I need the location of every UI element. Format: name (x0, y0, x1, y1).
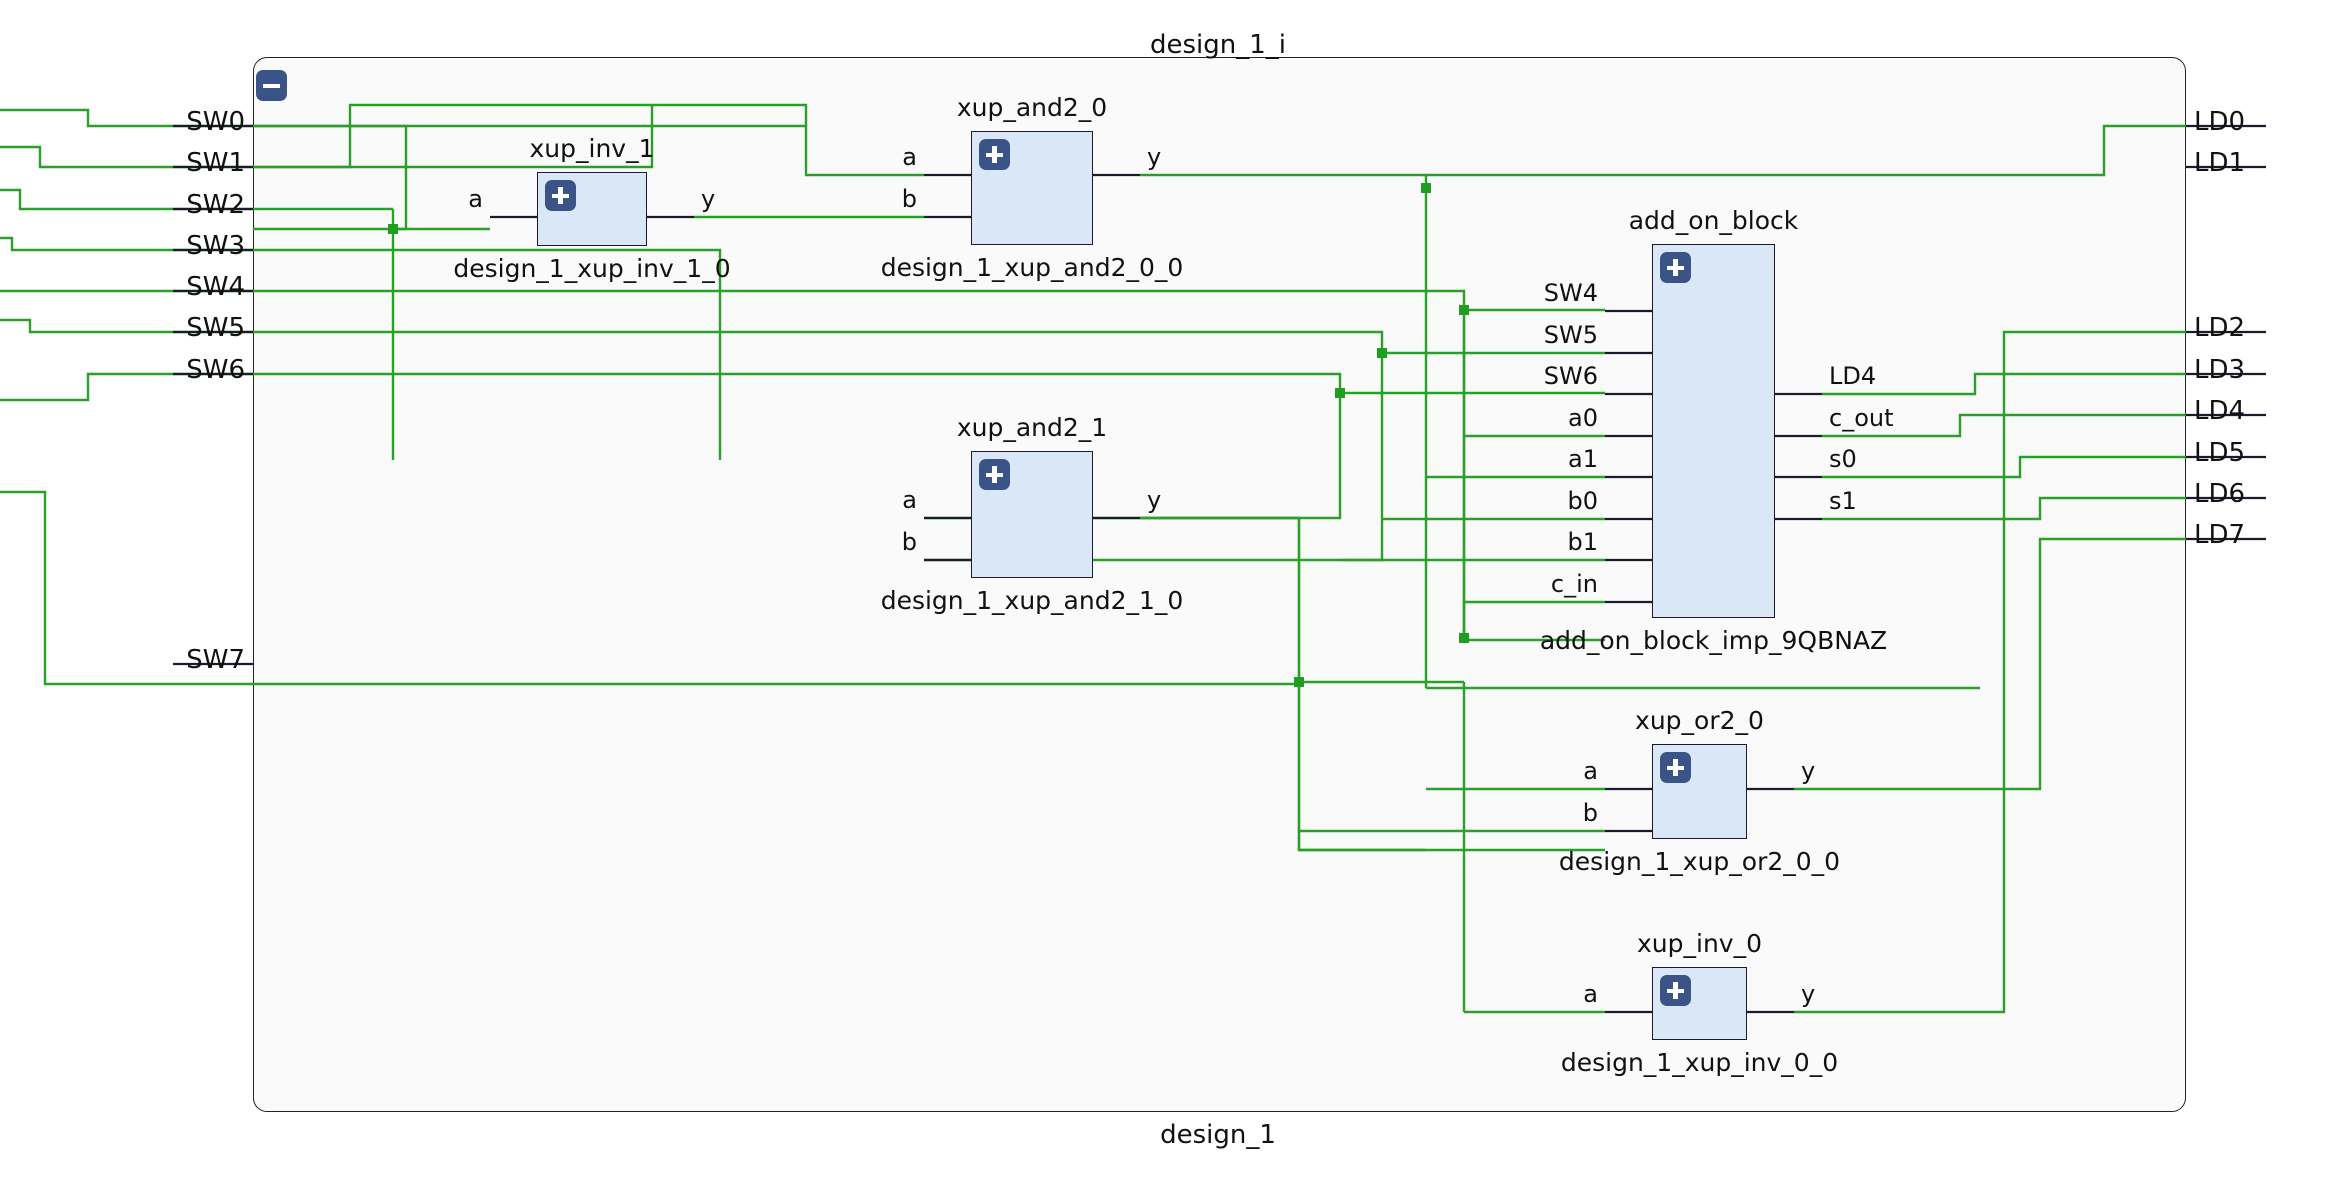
block-title-xup_and2_0: xup_and2_0 (956, 93, 1108, 122)
output-port-ld2[interactable]: LD2 (2194, 313, 2246, 343)
pin-in-xup_or2_0-a: a (1583, 757, 1598, 785)
pin-out-add_on_block-LD4: LD4 (1829, 362, 1877, 390)
output-port-ld6[interactable]: LD6 (2194, 479, 2246, 509)
input-port-sw5[interactable]: SW5 (186, 313, 245, 343)
pin-out-xup_inv_0-y: y (1801, 980, 1816, 1008)
pin-in-xup_or2_0-b: b (1582, 799, 1598, 827)
expand-icon[interactable] (979, 139, 1010, 170)
output-port-ld3[interactable]: LD3 (2194, 355, 2246, 385)
page-title-bottom: design_1 (1160, 1120, 1276, 1150)
block-instance-xup_and2_1: design_1_xup_and2_1_0 (880, 586, 1184, 615)
input-port-sw6[interactable]: SW6 (186, 355, 245, 385)
block-xup_inv_0[interactable] (1652, 967, 1747, 1040)
expand-icon[interactable] (1660, 752, 1691, 783)
pin-in-xup_and2_0-b: b (901, 185, 917, 213)
block-title-xup_or2_0: xup_or2_0 (1635, 706, 1764, 735)
expand-icon[interactable] (1660, 252, 1691, 283)
pin-in-xup_and2_1-a: a (902, 486, 917, 514)
pin-out-add_on_block-s1: s1 (1829, 487, 1857, 515)
output-port-ld1[interactable]: LD1 (2194, 148, 2246, 178)
block-title-add_on_block: add_on_block (1628, 206, 1799, 235)
collapse-icon[interactable] (256, 70, 287, 101)
pin-out-xup_and2_0-y: y (1147, 143, 1162, 171)
block-instance-xup_inv_0: design_1_xup_inv_0_0 (1560, 1048, 1839, 1077)
pin-in-add_on_block-b0: b0 (1567, 487, 1598, 515)
pin-in-add_on_block-a1: a1 (1568, 445, 1598, 473)
input-port-sw1[interactable]: SW1 (186, 148, 245, 178)
pin-in-add_on_block-b1: b1 (1567, 528, 1598, 556)
pin-out-xup_and2_1-y: y (1147, 486, 1162, 514)
input-port-sw0[interactable]: SW0 (186, 107, 245, 137)
expand-icon[interactable] (1660, 975, 1691, 1006)
output-port-ld4[interactable]: LD4 (2194, 396, 2246, 426)
output-port-ld5[interactable]: LD5 (2194, 438, 2246, 468)
expand-icon[interactable] (545, 180, 576, 211)
pin-out-xup_or2_0-y: y (1801, 757, 1816, 785)
pin-out-add_on_block-c_out: c_out (1829, 404, 1894, 432)
block-xup_and2_0[interactable] (971, 131, 1093, 245)
pin-out-xup_inv_1-y: y (701, 185, 716, 213)
block-xup_and2_1[interactable] (971, 451, 1093, 578)
input-port-sw7[interactable]: SW7 (186, 645, 245, 675)
pin-in-xup_inv_0-a: a (1583, 980, 1598, 1008)
input-port-sw4[interactable]: SW4 (186, 272, 245, 302)
block-instance-xup_or2_0: design_1_xup_or2_0_0 (1558, 847, 1841, 876)
block-add_on_block[interactable] (1652, 244, 1775, 618)
block-title-xup_and2_1: xup_and2_1 (956, 413, 1108, 442)
block-instance-xup_and2_0: design_1_xup_and2_0_0 (880, 253, 1184, 282)
pin-in-xup_and2_0-a: a (902, 143, 917, 171)
pin-in-add_on_block-a0: a0 (1568, 404, 1598, 432)
pin-in-add_on_block-SW6: SW6 (1543, 362, 1598, 390)
block-instance-xup_inv_1: design_1_xup_inv_1_0 (453, 254, 731, 283)
pin-in-xup_inv_1-a: a (468, 185, 483, 213)
expand-icon[interactable] (979, 459, 1010, 490)
block-xup_or2_0[interactable] (1652, 744, 1747, 839)
input-port-sw2[interactable]: SW2 (186, 190, 245, 220)
pin-in-add_on_block-c_in: c_in (1550, 570, 1598, 598)
pin-in-add_on_block-SW5: SW5 (1543, 321, 1598, 349)
output-port-ld7[interactable]: LD7 (2194, 520, 2246, 550)
pin-in-add_on_block-SW4: SW4 (1543, 279, 1598, 307)
output-port-ld0[interactable]: LD0 (2194, 107, 2246, 137)
block-title-xup_inv_0: xup_inv_0 (1637, 929, 1762, 958)
pin-in-xup_and2_1-b: b (901, 528, 917, 556)
block-instance-add_on_block: add_on_block_imp_9QBNAZ (1539, 626, 1888, 655)
page-title-top: design_1_i (1149, 30, 1287, 60)
block-title-xup_inv_1: xup_inv_1 (529, 134, 655, 163)
input-port-sw3[interactable]: SW3 (186, 231, 245, 261)
pin-out-add_on_block-s0: s0 (1829, 445, 1857, 473)
block-xup_inv_1[interactable] (537, 172, 647, 246)
